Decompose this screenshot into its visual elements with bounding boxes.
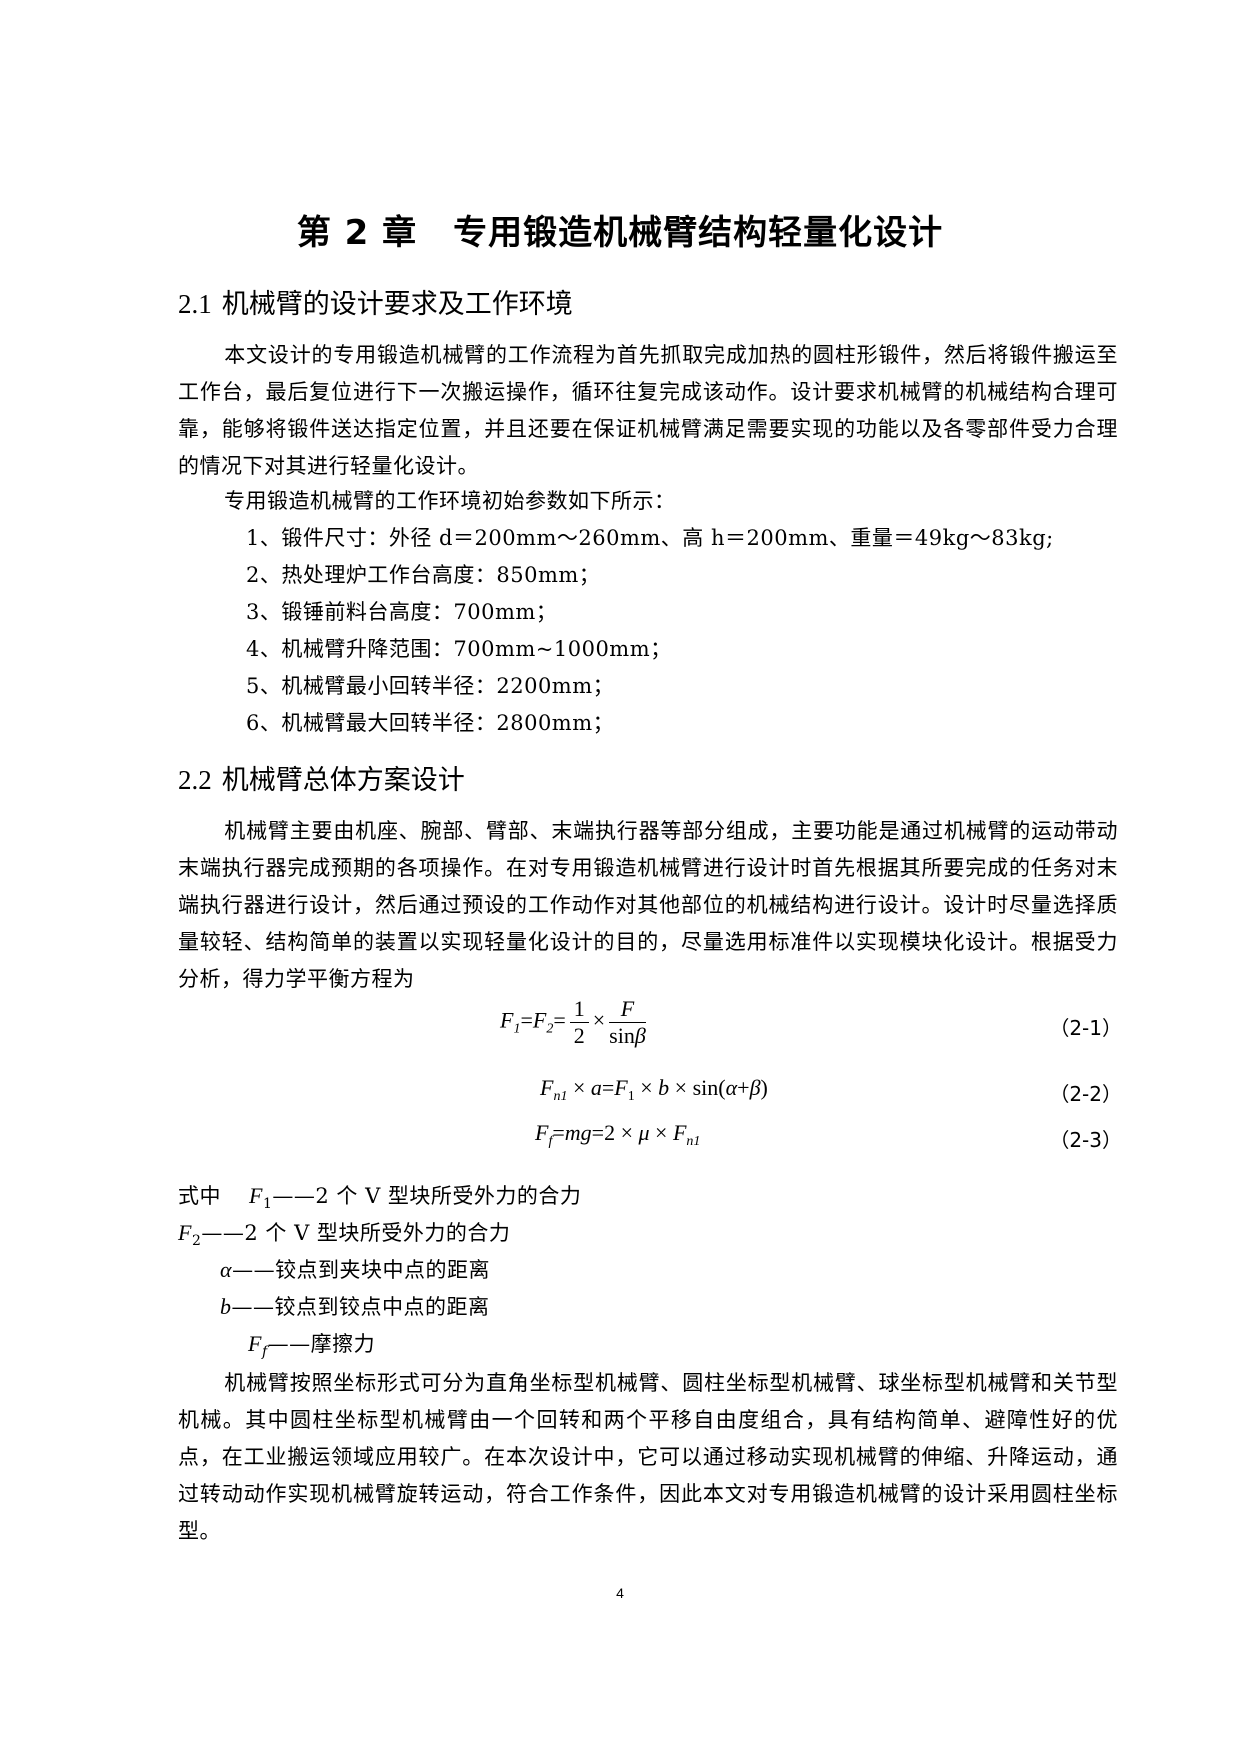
equation-number: （2-3） (1049, 1128, 1122, 1152)
equation-number: （2-2） (1049, 1082, 1122, 1106)
definition-text: 2 个 V 型块所受外力的合力 (244, 1221, 511, 1245)
section-heading-2-1: 2.1 机械臂的设计要求及工作环境 (178, 282, 573, 321)
definition-b: b——铰点到铰点中点的距离 (220, 1291, 490, 1321)
params-intro: 专用锻造机械臂的工作环境初始参数如下所示： (224, 489, 676, 513)
paragraph-design-requirements: 本文设计的专用锻造机械臂的工作流程为首先抓取完成加热的圆柱形锻件，然后将锻件搬运… (178, 337, 1118, 485)
param-item: 1、锻件尺寸：外径 d＝200mm～260mm、高 h＝200mm、重量＝49k… (246, 526, 1054, 550)
symbol-sub: 2 (191, 1233, 202, 1250)
where-label: 式中 (178, 1184, 221, 1208)
chapter-title: 第 2 章专用锻造机械臂结构轻量化设计 (0, 205, 1240, 254)
symbol: F (178, 1220, 192, 1245)
section-number: 2.1 (178, 289, 212, 319)
symbol-sub: f (261, 1344, 268, 1361)
paragraph-text: 机械臂按照坐标形式可分为直角坐标型机械臂、圆柱坐标型机械臂、球坐标型机械臂和关节… (178, 1371, 1118, 1543)
param-item: 6、机械臂最大回转半径：2800mm； (246, 711, 615, 735)
chapter-number: 第 2 章 (296, 213, 418, 253)
param-item: 4、机械臂升降范围：700mm~1000mm； (246, 637, 672, 661)
paragraph-coordinate-types: 机械臂按照坐标形式可分为直角坐标型机械臂、圆柱坐标型机械臂、球坐标型机械臂和关节… (178, 1365, 1118, 1550)
page-number: 4 (616, 1585, 624, 1601)
dash: —— (231, 1295, 275, 1319)
paragraph-text: 本文设计的专用锻造机械臂的工作流程为首先抓取完成加热的圆柱形锻件，然后将锻件搬运… (178, 343, 1118, 478)
definition-ff: Ff——摩擦力 (248, 1328, 375, 1360)
symbol: F (248, 1331, 262, 1356)
paragraph-text: 机械臂主要由机座、腕部、臂部、末端执行器等部分组成，主要功能是通过机械臂的运动带… (178, 819, 1118, 991)
symbol-sub: 1 (262, 1196, 273, 1213)
equation-number: （2-1） (1049, 1016, 1122, 1040)
section-title: 机械臂总体方案设计 (221, 765, 465, 796)
symbol: b (220, 1294, 232, 1319)
section-heading-2-2: 2.2 机械臂总体方案设计 (178, 758, 465, 797)
definition-f1: 式中 F1——2 个 V 型块所受外力的合力 (178, 1180, 581, 1212)
equation-2-3: Ff=mg=2 × μ × Fn1 (535, 1120, 701, 1149)
dash: —— (232, 1258, 276, 1282)
definition-text: 铰点到夹块中点的距离 (275, 1258, 491, 1282)
definition-text: 2 个 V 型块所受外力的合力 (315, 1184, 582, 1208)
param-item: 2、热处理炉工作台高度：850mm； (246, 563, 601, 587)
section-title: 机械臂的设计要求及工作环境 (221, 289, 573, 320)
definition-text: 摩擦力 (310, 1332, 376, 1356)
symbol: α (220, 1257, 233, 1282)
definition-alpha: α——铰点到夹块中点的距离 (220, 1254, 490, 1284)
section-number: 2.2 (178, 765, 212, 795)
paragraph-overall-design: 机械臂主要由机座、腕部、臂部、末端执行器等部分组成，主要功能是通过机械臂的运动带… (178, 813, 1118, 998)
param-item: 3、锻锤前料台高度：700mm； (246, 600, 558, 624)
param-item: 5、机械臂最小回转半径：2200mm； (246, 674, 615, 698)
dash: —— (272, 1184, 316, 1208)
symbol: F (249, 1183, 263, 1208)
definition-text: 铰点到铰点中点的距离 (274, 1295, 490, 1319)
dash: —— (201, 1221, 245, 1245)
chapter-title-text: 专用锻造机械臂结构轻量化设计 (453, 213, 944, 253)
equation-2-2: Fn1 × a=F1 × b × sin(α+β) (540, 1075, 768, 1104)
dash: —— (267, 1332, 311, 1356)
definition-f2: F2——2 个 V 型块所受外力的合力 (178, 1217, 510, 1249)
